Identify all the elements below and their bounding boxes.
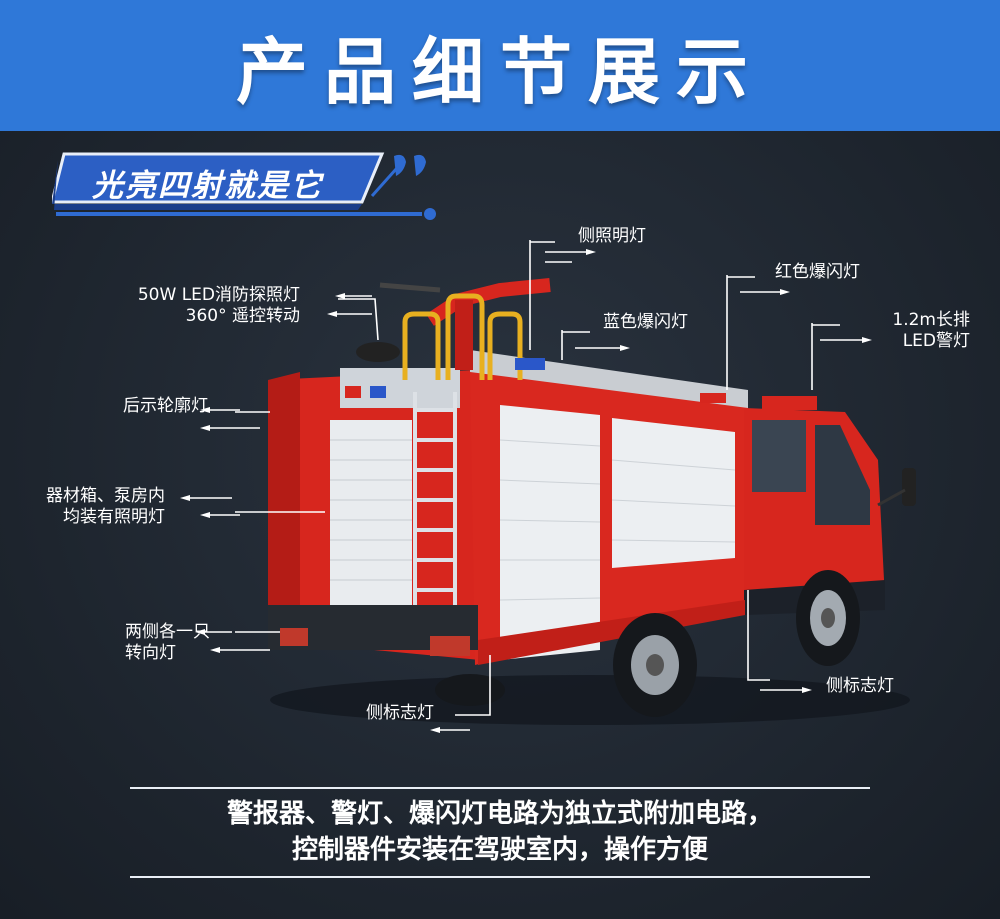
footer-line2: 控制器件安装在驾驶室内，操作方便	[291, 835, 708, 865]
turn-signal-label: 两侧各一只 转向灯	[125, 622, 210, 664]
rear-outline-light-label: 后示轮廓灯	[123, 396, 208, 416]
wheel	[613, 613, 697, 717]
equipment-line1: 器材箱、泵房内	[46, 486, 165, 506]
callout-arrow-tails	[190, 251, 862, 731]
side-lighting-label: 侧照明灯	[578, 226, 646, 246]
turn-line1: 两侧各一只	[125, 622, 210, 642]
led-bar-line2: LED警灯	[902, 331, 970, 351]
callout-lines	[235, 240, 840, 716]
blue-flash-light-label: 蓝色爆闪灯	[603, 312, 688, 332]
led-searchlight-label: 50W LED消防探照灯 360° 遥控转动	[60, 285, 300, 327]
footer-divider-top	[130, 787, 870, 789]
footer-line1: 警报器、警灯、爆闪灯电路为独立式附加电路，	[226, 799, 773, 829]
ribbon-shape	[52, 152, 436, 220]
section-title: 光亮四射就是它	[92, 168, 323, 204]
side-marker-light-bottom-label: 侧标志灯	[366, 703, 434, 723]
led-bar-line1: 1.2m长排	[892, 310, 970, 330]
equipment-line2: 均装有照明灯	[63, 507, 165, 527]
led-searchlight-line2: 360° 遥控转动	[185, 306, 300, 326]
equipment-light-label: 器材箱、泵房内 均装有照明灯	[10, 486, 165, 528]
page-header: 产品细节展示	[0, 0, 1000, 131]
page-title: 产品细节展示	[235, 29, 764, 114]
led-warning-bar-label: 1.2m长排 LED警灯	[860, 310, 970, 352]
red-flash-light-label: 红色爆闪灯	[775, 262, 860, 282]
turn-line2: 转向灯	[125, 643, 176, 663]
section-ribbon: 光亮四射就是它	[52, 152, 436, 220]
led-searchlight-line1: 50W LED消防探照灯	[137, 285, 300, 305]
footer-divider-bottom	[130, 876, 870, 878]
side-marker-light-right-label: 侧标志灯	[826, 676, 894, 696]
callout-arrows	[180, 249, 872, 733]
